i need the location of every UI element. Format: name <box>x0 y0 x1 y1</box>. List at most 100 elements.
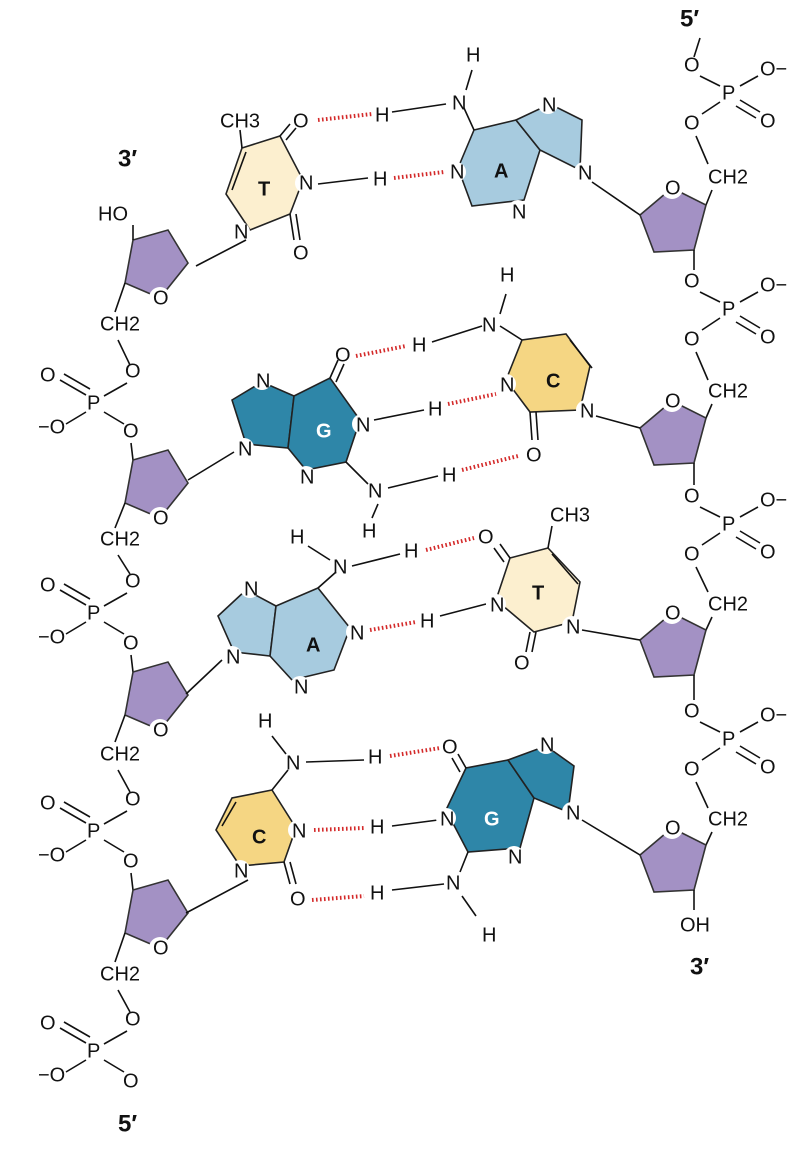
ch2-label: CH2 <box>100 528 140 550</box>
hydrogen-label: H <box>362 520 376 542</box>
ring-oxygen-label: O <box>665 602 681 624</box>
nitrogen-label: N <box>292 820 306 842</box>
amine-nitrogen-label: N <box>286 752 300 774</box>
nitrogen-label: N <box>566 802 580 824</box>
ch2-label: CH2 <box>100 743 140 765</box>
nitrogen-label: N <box>566 616 580 638</box>
base-pair-2: G N N N N O N H H H H C N N N <box>187 264 641 542</box>
nitrogen-label: N <box>234 860 248 882</box>
methyl-group-label: CH3 <box>220 110 260 132</box>
nitrogen-label: N <box>234 221 248 243</box>
oxygen-label: O <box>684 54 700 76</box>
nitrogen-label: N <box>226 646 240 668</box>
hydrogen-label: H <box>375 104 389 126</box>
phosphate-negative-oxygen: O− <box>760 704 787 726</box>
hydrogen-label: H <box>482 924 496 946</box>
hydrogen-label: H <box>258 710 272 732</box>
base-pair-3: A N N N N N H H H T N N O CH3 O <box>185 504 641 698</box>
right-3-oh-label: OH <box>680 914 710 936</box>
nitrogen-label: N <box>356 414 370 436</box>
ch2-label: CH2 <box>708 380 748 402</box>
nitrogen-label: N <box>500 374 514 396</box>
hydrogen-label: H <box>428 398 442 420</box>
base-pair-4: C N N N H O H H H G N N N N O <box>185 710 641 946</box>
ring-oxygen-label: O <box>153 287 169 309</box>
oxygen-label: O <box>684 758 700 780</box>
base-letter-cytosine: C <box>546 370 560 392</box>
phosphorus-label: P <box>722 513 735 535</box>
nitrogen-label: N <box>244 578 258 600</box>
oxygen-label: O <box>123 632 139 654</box>
left-5-prime-label: 5′ <box>118 1110 137 1137</box>
hydrogen-label: H <box>500 264 514 286</box>
hydrogen-label: H <box>373 168 387 190</box>
phosphorus-label: P <box>87 392 100 414</box>
nitrogen-label: N <box>238 438 252 460</box>
hydrogen-label: H <box>404 540 418 562</box>
hydrogen-label: H <box>442 464 456 486</box>
oxygen-label: O <box>123 420 139 442</box>
oxygen-label: O <box>125 788 141 810</box>
right-3-prime-label: 3′ <box>690 953 709 980</box>
phosphate-negative-oxygen: O− <box>760 274 787 296</box>
nitrogen-label: N <box>256 370 270 392</box>
base-letter-cytosine: C <box>252 826 266 848</box>
oxygen-label: O <box>478 526 494 548</box>
oxygen-label: O <box>125 1008 141 1030</box>
base-letter-thymine: T <box>532 582 544 604</box>
base-letter-adenine: A <box>494 160 508 182</box>
oxygen-label: O <box>40 574 56 596</box>
oxygen-label: O <box>684 270 700 292</box>
oxygen-label: O <box>684 485 700 507</box>
left-3-prime-label: 3′ <box>118 145 137 172</box>
nitrogen-label: N <box>450 161 464 183</box>
oxygen-label: O <box>514 652 530 674</box>
ch2-label: CH2 <box>708 808 748 830</box>
nitrogen-label: N <box>300 466 314 488</box>
base-letter-adenine: A <box>306 634 320 656</box>
ring-oxygen-label: O <box>665 390 681 412</box>
phosphate-negative-oxygen: O− <box>760 58 787 80</box>
amine-nitrogen-label: N <box>452 92 466 114</box>
amine-nitrogen-label: N <box>333 556 347 578</box>
oxygen-label: O <box>40 364 56 386</box>
hydrogen-label: H <box>412 334 426 356</box>
oxygen-label: O <box>760 541 776 563</box>
ring-oxygen-label: O <box>153 719 169 741</box>
phosphate-negative-oxygen: −O <box>38 626 65 648</box>
oxygen-label: O <box>760 756 776 778</box>
oxygen-label: O <box>125 570 141 592</box>
phosphate-negative-oxygen: −O <box>38 416 65 438</box>
phosphorus-label: P <box>722 82 735 104</box>
ch2-label: CH2 <box>708 166 748 188</box>
amine-nitrogen-label: N <box>368 480 382 502</box>
oxygen-label: O <box>335 344 351 366</box>
nitrogen-label: N <box>294 676 308 698</box>
hydrogen-label: H <box>466 44 480 66</box>
ch2-label: CH2 <box>100 963 140 985</box>
oxygen-label: O <box>684 328 700 350</box>
nitrogen-label: N <box>540 734 554 756</box>
oxygen-label: O <box>760 326 776 348</box>
base-letter-thymine: T <box>258 178 270 200</box>
hydrogen-label: H <box>420 610 434 632</box>
nitrogen-label: N <box>299 172 313 194</box>
ch2-label: CH2 <box>708 593 748 615</box>
phosphate-negative-oxygen: −O <box>38 844 65 866</box>
methyl-group-label: CH3 <box>550 504 590 526</box>
ring-oxygen-label: O <box>665 817 681 839</box>
right-5-prime-label: 5′ <box>680 5 699 32</box>
ring-oxygen-label: O <box>153 937 169 959</box>
nitrogen-label: N <box>490 594 504 616</box>
oxygen-label: O <box>684 543 700 565</box>
oxygen-label: O <box>684 700 700 722</box>
hydrogen-label: H <box>370 882 384 904</box>
ring-oxygen-label: O <box>665 177 681 199</box>
base-letter-guanine: G <box>484 808 500 830</box>
nitrogen-label: N <box>440 808 454 830</box>
deoxyribose-sugar <box>124 229 189 299</box>
oxygen-label: O <box>684 112 700 134</box>
phosphate-negative-oxygen: O− <box>760 489 787 511</box>
ring-oxygen-label: O <box>153 507 169 529</box>
